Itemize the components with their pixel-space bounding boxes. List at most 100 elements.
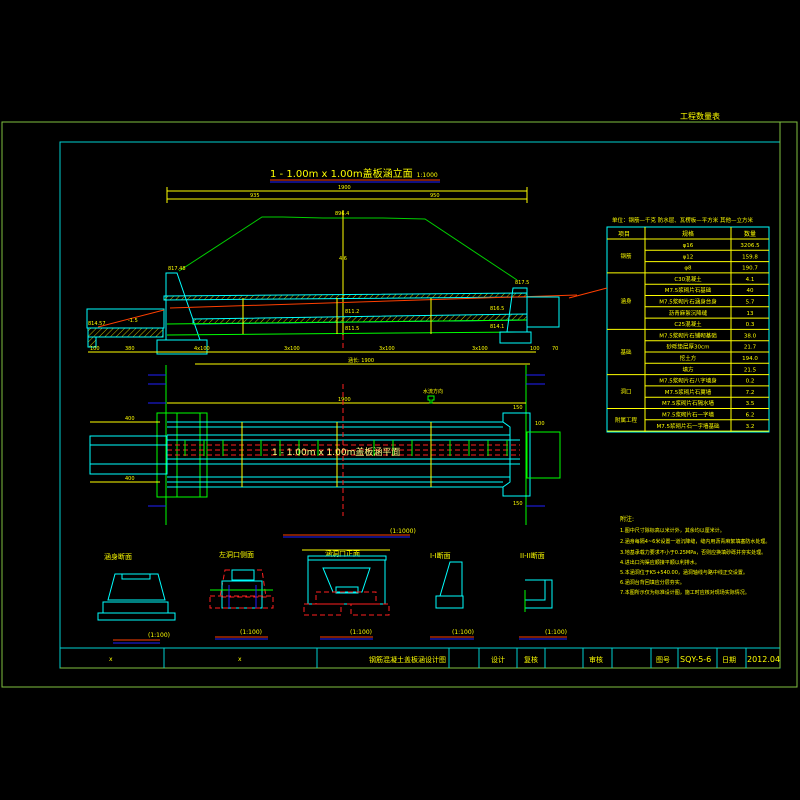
section-left-inlet-side: 左洞口侧面 (1:100) [209,550,274,640]
table-leader-line [568,287,608,299]
review-label: 审核 [589,655,603,664]
elev-label: 817.5 [515,280,529,286]
elevation-scale: 1:1000 [417,172,438,179]
table-cell-spec: C30混凝土 [674,275,702,283]
table-cell-qty: 159.8 [742,254,758,260]
plan-title: 1 - 1.00m x 1.00m盖板涵平面 [272,446,400,458]
section-title: 涵身断面 [104,552,132,561]
drawing-number: SQY-5-6 [680,655,711,664]
bottom-dim: 100 [530,346,540,352]
title-cell: x [238,656,242,663]
dim-left: 935 [250,193,260,199]
left-foundation [156,339,208,355]
table-cell-spec: M7.5浆砌片石涵身台身 [659,298,717,306]
table-cell-spec: 砂砾垫层厚30cm [667,343,710,351]
center-elevation: 896.4 [335,211,349,217]
section-scale: (1:100) [240,629,262,636]
section-title: 左洞口侧面 [219,550,254,559]
bottom-dim: 3x100 [284,346,300,352]
date-label: 日期 [722,656,736,664]
section-inlet-front: 涵洞口正面 (1:100) [302,549,390,640]
check-label: 复核 [524,655,538,664]
section-title: 涵洞口正面 [325,549,360,558]
table-cell-group: 洞口 [620,388,631,396]
table-cell-group: 钢筋 [620,252,632,260]
table-cell-spec: φ8 [684,266,692,272]
table-cell-spec: M7.5浆砌片石基础 [665,286,712,294]
bottom-dim: 3x100 [472,346,488,352]
table-cell-qty: 6.2 [746,413,755,419]
plan-scale: (1:1000) [390,528,416,535]
drawing-name: 钢筋混凝土盖板涵设计图 [369,655,446,664]
table-cell-spec: φ16 [683,243,694,249]
section-title: II-II断面 [520,551,545,560]
plan-dim: 400 [125,416,135,422]
plan-dim: 400 [125,476,135,482]
bottom-dim: 100 [90,346,100,352]
bottom-dim: 4x100 [194,346,210,352]
elev-label: 811.5 [345,326,359,332]
elev-label: -1.5 [128,318,138,324]
note-item: 1.图中尺寸除标高以米计外，其余均以厘米计。 [620,527,725,534]
flow-direction-label: 水流方向 [423,388,443,395]
title-block: x x 钢筋混凝土盖板涵设计图 设计 复核 审核 图号 SQY-5-6 日期 2… [60,647,780,669]
plan-dim: 150 [513,501,523,507]
outer-frame [1,121,798,688]
section-title: I-I断面 [430,551,451,560]
plan-view: 涵长: 1900 1900 水流方向 1 - 1.00m x 1.00m盖板涵平… [89,357,561,538]
plan-dim-top: 1900 [338,397,351,403]
embankment-line [178,216,518,281]
design-line [169,294,578,309]
section-scale: (1:100) [545,629,567,636]
elev-label: 814.1 [490,324,504,330]
note-item: 2.涵身每隔4~6米设置一道沉降缝，缝内用沥青麻絮填塞防水处理。 [620,538,770,545]
section-scale: (1:100) [350,629,372,636]
left-headwall [165,272,201,341]
table-cell-qty: 21.5 [744,367,757,373]
table-cell-spec: φ12 [683,254,694,260]
table-cell-spec: M7.5浆砌片石隔水墙 [662,399,714,407]
elevation-title: 1 - 1.00m x 1.00m盖板涵立面 [270,167,413,180]
drawing-no-label: 图号 [656,656,670,664]
elevation-view: 1 - 1.00m x 1.00m盖板涵立面 1:1000 1900 935 9… [86,167,578,355]
drawing-date: 2012.04 [747,655,780,664]
dim-total: 1900 [338,185,351,191]
flow-arrow-icon [427,395,435,404]
outlet-apron [526,431,561,479]
inlet-apron [89,435,168,475]
section-ii-ii: II-II断面 (1:100) [519,551,567,640]
section-i-i: I-I断面 (1:100) [430,551,474,640]
table-cell-spec: M7.5浆砌片石一字墙基础 [657,422,720,430]
table-cell-qty: 21.7 [744,345,757,351]
cover-slab [163,292,528,301]
header-title: 工程数量表 [680,111,720,121]
table-cell-spec: M7.5浆砌片石八字墙身 [659,377,717,385]
note-item: 3.地基承载力要求不小于0.25MPa，否则应换填砂砾并夯实处理。 [620,549,766,556]
table-unit-note: 单位：钢筋—千克 防水层、瓦楞板—平方米 其他—立方米 [612,216,753,224]
table-cell-spec: M7.5浆砌片石翼墙 [665,388,712,396]
note-item: 6.涵洞台背回填应分层夯实。 [620,579,685,586]
table-cell-spec: C25混凝土 [674,320,702,328]
bottom-dim: 70 [552,346,558,352]
table-cell-spec: 沥青麻絮沉降缝 [669,309,708,317]
notes: 附注: 1.图中尺寸除标高以米计外，其余均以厘米计。 2.涵身每隔4~6米设置一… [620,515,770,596]
design-label: 设计 [491,655,505,664]
table-cell-qty: 13 [747,311,754,317]
note-item: 7.本图所示仅为标准设计图，施工时应核对现场实际情况。 [620,589,750,596]
table-header: 项目 [618,231,630,238]
table-cell-qty: 38.0 [744,333,757,339]
table-cell-spec: M7.5浆砌片石铺砌基础 [659,331,717,339]
table-cell-group: 涵身 [620,297,632,305]
outlet-headwall [502,412,531,497]
table-cell-qty: 7.2 [746,390,755,396]
right-apron [526,296,560,328]
bottom-dim: 380 [125,346,135,352]
table-cell-qty: 194.0 [742,356,758,362]
section-culvert-body: 涵身断面 (1:100) [97,552,176,644]
table-header: 规格 [682,230,694,238]
table-cell-qty: 5.7 [746,300,755,306]
section-scale: (1:100) [148,632,170,639]
notes-title: 附注: [620,515,634,523]
note-item: 4.进出口沟渠应顺接平顺以利排水。 [620,559,700,566]
table-cell-group: 基础 [620,348,632,356]
